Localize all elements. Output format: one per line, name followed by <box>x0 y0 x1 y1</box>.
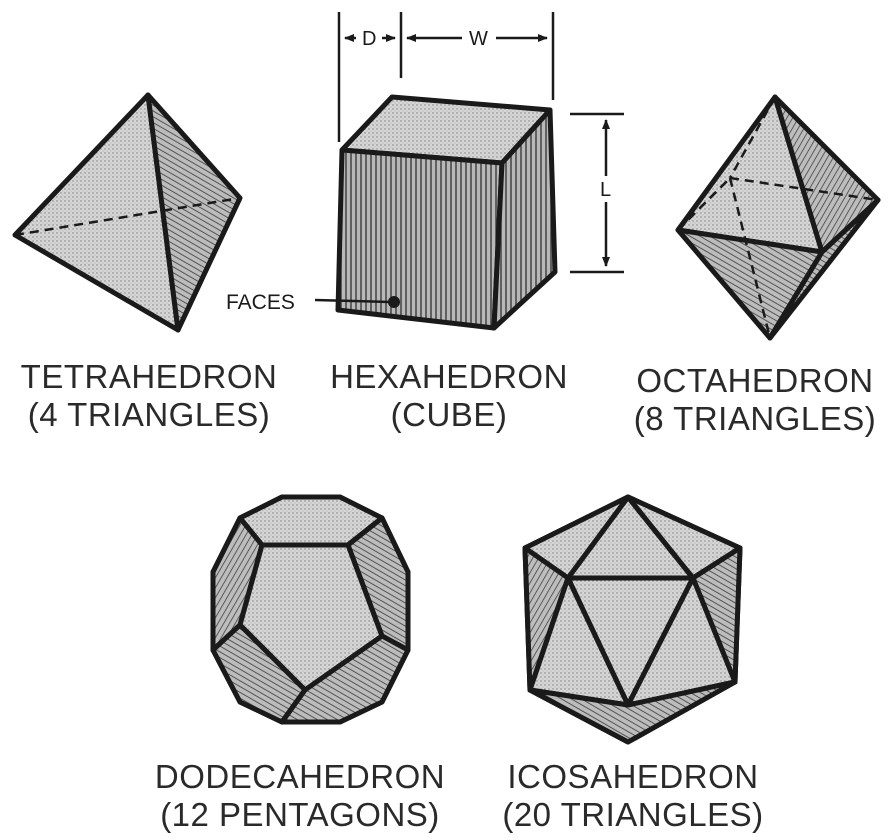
dodecahedron-faces: (12 PENTAGONS) <box>150 796 450 834</box>
tetrahedron-figure <box>15 95 240 330</box>
tetrahedron-faces: (4 TRIANGLES) <box>14 396 284 434</box>
octahedron-caption: OCTAHEDRON (8 TRIANGLES) <box>620 362 890 438</box>
octahedron-figure <box>678 97 878 338</box>
octahedron-name: OCTAHEDRON <box>620 362 890 400</box>
faces-label: FACES <box>226 291 295 314</box>
icosahedron-name: ICOSAHEDRON <box>488 758 778 796</box>
icosahedron-caption: ICOSAHEDRON (20 TRIANGLES) <box>488 758 778 834</box>
dimension-label-length: L <box>600 179 611 201</box>
dodecahedron-name: DODECAHEDRON <box>150 758 450 796</box>
icosahedron-figure <box>525 497 740 742</box>
hexahedron-caption: HEXAHEDRON (CUBE) <box>314 358 584 434</box>
hexahedron-figure <box>315 97 555 328</box>
hexahedron-name: HEXAHEDRON <box>314 358 584 396</box>
hexahedron-faces: (CUBE) <box>314 396 584 434</box>
octahedron-faces: (8 TRIANGLES) <box>620 400 890 438</box>
icosahedron-faces: (20 TRIANGLES) <box>488 796 778 834</box>
tetrahedron-caption: TETRAHEDRON (4 TRIANGLES) <box>14 358 284 434</box>
dimension-label-depth: D <box>362 28 376 50</box>
dodecahedron-caption: DODECAHEDRON (12 PENTAGONS) <box>150 758 450 834</box>
dodecahedron-figure <box>213 497 408 722</box>
tetrahedron-name: TETRAHEDRON <box>14 358 284 396</box>
dimension-label-width: W <box>469 28 488 50</box>
